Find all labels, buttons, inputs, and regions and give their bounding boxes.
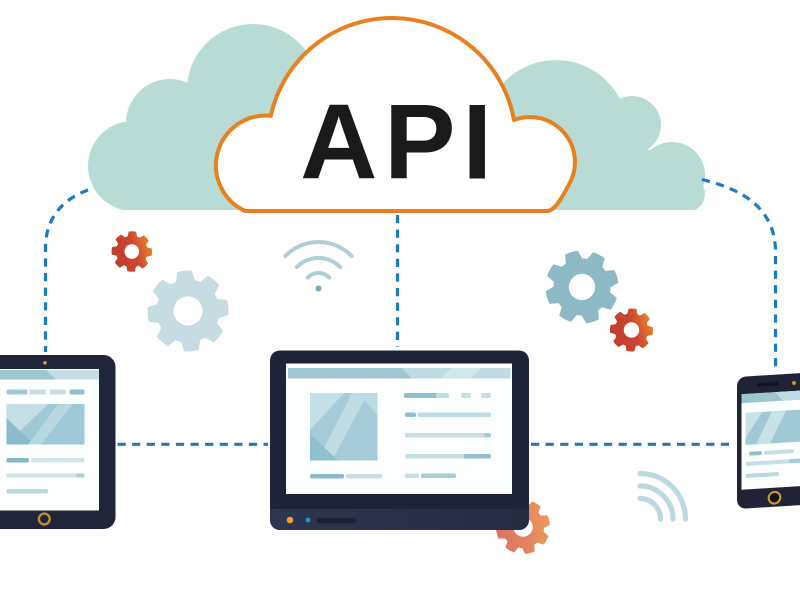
svg-text:API: API bbox=[300, 82, 499, 202]
